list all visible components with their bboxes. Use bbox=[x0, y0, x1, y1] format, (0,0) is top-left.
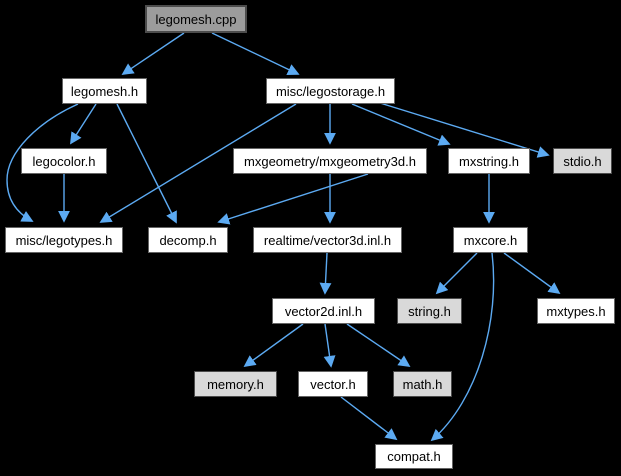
node-mxstring-h[interactable]: mxstring.h bbox=[448, 148, 530, 174]
node-mxtypes-h[interactable]: mxtypes.h bbox=[537, 298, 615, 324]
edge-mxcore.h--compat.h bbox=[430, 252, 495, 442]
edge-legomesh.h--decomp.h bbox=[116, 103, 177, 224]
node-memory-h[interactable]: memory.h bbox=[194, 371, 277, 397]
edge-vector2d.inl.h--memory.h bbox=[243, 323, 304, 368]
node-vector-h[interactable]: vector.h bbox=[298, 371, 368, 397]
edge-vector.h--compat.h bbox=[340, 396, 398, 441]
edge-legomesh.cpp--legomesh.h bbox=[121, 32, 185, 75]
edge-mxgeometry3d.h--decomp.h bbox=[217, 173, 369, 225]
node-vector3d-inl-h[interactable]: realtime/vector3d.inl.h bbox=[253, 227, 402, 253]
node-legocolor-h[interactable]: legocolor.h bbox=[21, 148, 107, 174]
edge-legomesh.h--legocolor.h bbox=[70, 103, 97, 145]
edge-legostorage.h--legotypes.h bbox=[99, 103, 297, 223]
node-mxcore-h[interactable]: mxcore.h bbox=[453, 227, 528, 253]
node-legotypes-h[interactable]: misc/legotypes.h bbox=[5, 227, 123, 253]
node-stdio-h[interactable]: stdio.h bbox=[553, 148, 612, 174]
node-legomesh-cpp[interactable]: legomesh.cpp bbox=[145, 5, 247, 33]
edge-vector2d.inl.h--math.h bbox=[346, 323, 411, 368]
edge-legostorage.h--stdio.h bbox=[379, 102, 550, 158]
edge-mxcore.h--string.h bbox=[435, 252, 478, 295]
node-decomp-h[interactable]: decomp.h bbox=[148, 227, 228, 253]
node-compat-h[interactable]: compat.h bbox=[375, 444, 453, 469]
node-string-h[interactable]: string.h bbox=[397, 298, 462, 324]
node-legomesh-h[interactable]: legomesh.h bbox=[62, 78, 147, 104]
edge-vector3d.inl.h--vector2d.inl.h bbox=[319, 252, 332, 295]
edge-legomesh.h--legotypes.h bbox=[6, 103, 79, 222]
edge-vector2d.inl.h--vector.h bbox=[323, 323, 336, 368]
node-mxgeometry3d-h[interactable]: mxgeometry/mxgeometry3d.h bbox=[233, 148, 427, 174]
edge-legomesh.cpp--legostorage.h bbox=[211, 32, 300, 76]
node-legostorage-h[interactable]: misc/legostorage.h bbox=[266, 78, 395, 104]
edge-mxcore.h--mxtypes.h bbox=[503, 252, 561, 295]
node-math-h[interactable]: math.h bbox=[393, 371, 452, 397]
edge-legostorage.h--mxstring.h bbox=[351, 103, 451, 146]
node-vector2d-inl-h[interactable]: vector2d.inl.h bbox=[272, 298, 375, 324]
